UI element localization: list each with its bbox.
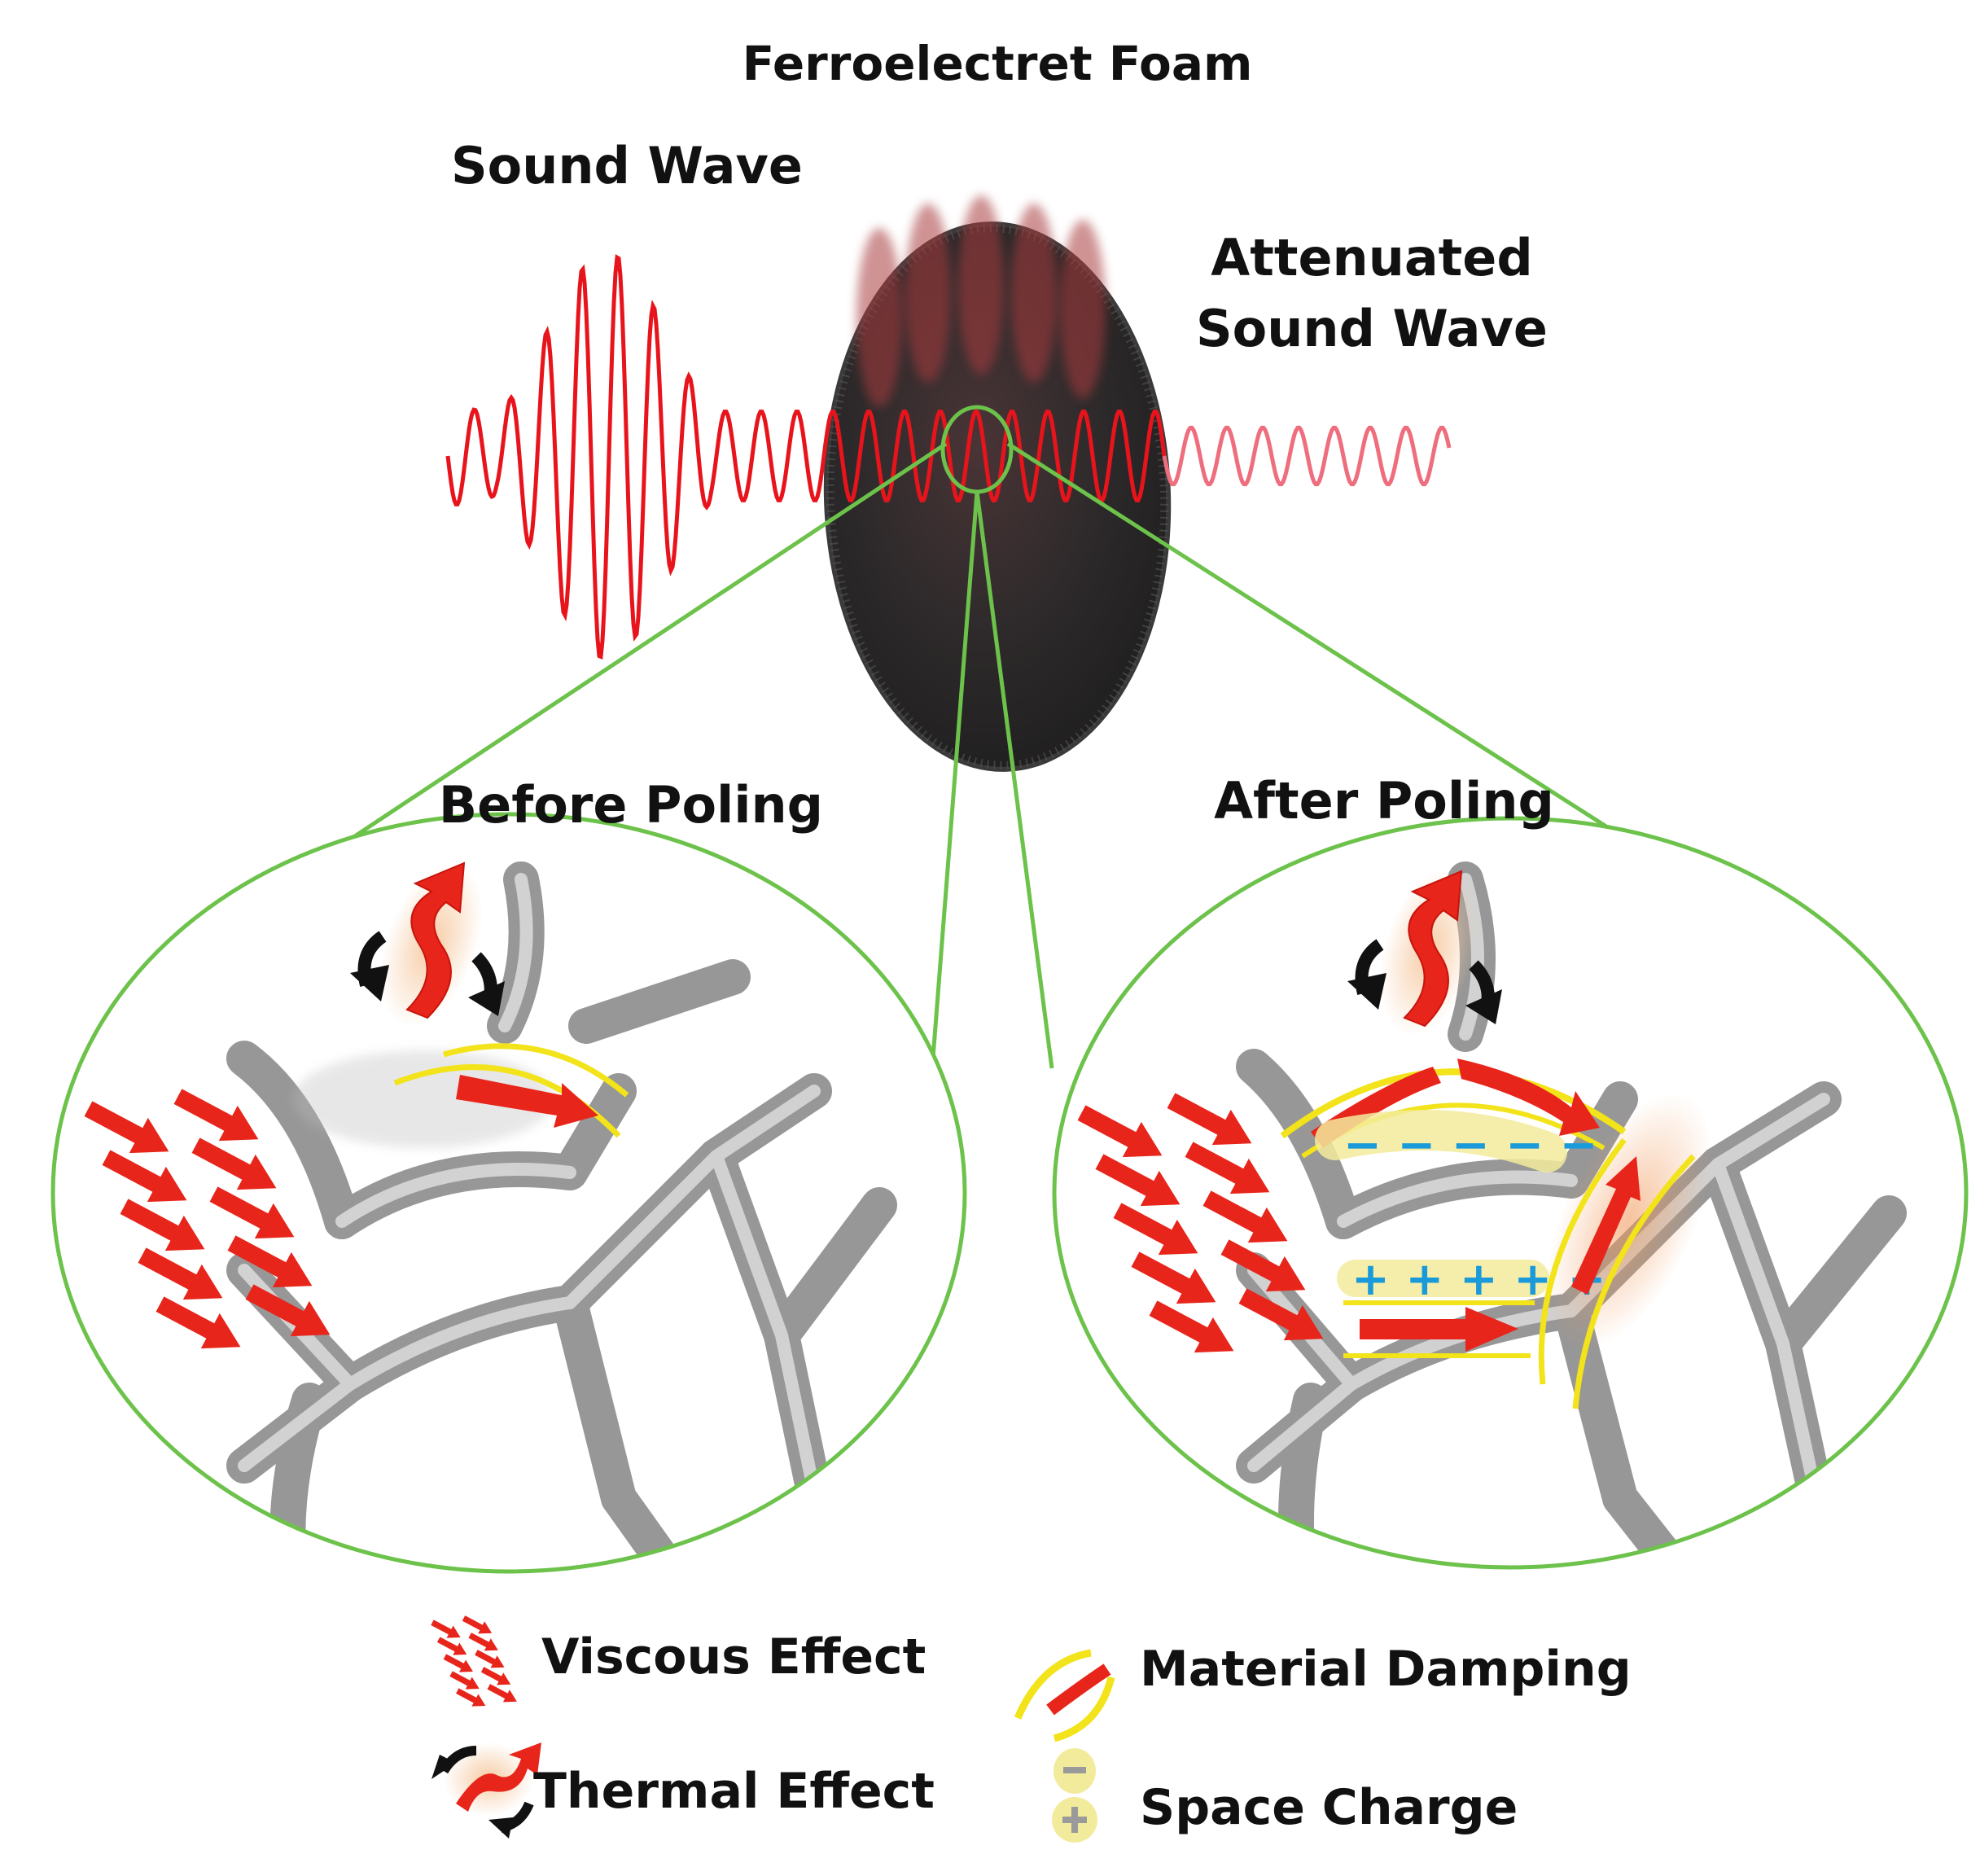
material-damping-icon (1343, 1300, 1535, 1358)
legend (428, 1611, 1115, 1843)
thermal-effect-icon (350, 861, 505, 1027)
attenuated-label-line2: Sound Wave (1196, 299, 1548, 358)
foam-cell-structure-after (1054, 818, 1966, 1567)
legend-viscous-label: Viscous Effect (541, 1628, 926, 1685)
zoom-indicator (298, 405, 1680, 1069)
viscous-arrow (428, 1616, 464, 1644)
attenuated-wave-line (1162, 425, 1452, 487)
negative-charges: − − − − − (1343, 1119, 1598, 1172)
viscous-effect-legend-icon (428, 1611, 520, 1712)
foam-title: Ferroelectret Foam (742, 36, 1253, 91)
sound-wave-line (445, 254, 1167, 660)
space-charge-positive: + + + + + (1337, 1253, 1606, 1306)
thermal-effect-icon (1347, 869, 1502, 1037)
material-damping-icon (393, 1043, 629, 1138)
sound-wave-label: Sound Wave (451, 136, 803, 195)
positive-charges: + + + + + (1351, 1253, 1606, 1306)
space-charge-legend-icon (1052, 1748, 1097, 1843)
space-charge-negative: − − − − − (1315, 1110, 1598, 1172)
viscous-arrow (460, 1611, 496, 1640)
legend-damping-label: Material Damping (1140, 1641, 1632, 1698)
foam-cell-structure-before (53, 814, 965, 1571)
thermal-effect-legend-icon (431, 1742, 541, 1839)
after-poling-zoom: − − − − − + + + + + (1052, 816, 1969, 1570)
before-poling-zoom (50, 812, 967, 1574)
legend-space-charge-label: Space Charge (1140, 1779, 1518, 1836)
attenuated-label-line1: Attenuated (1211, 228, 1533, 287)
before-poling-label: Before Poling (439, 775, 823, 835)
material-damping-icon (1538, 1137, 1696, 1409)
legend-thermal-label: Thermal Effect (533, 1763, 935, 1820)
after-poling-label: After Poling (1214, 771, 1554, 831)
material-damping-legend-icon (1014, 1649, 1115, 1742)
